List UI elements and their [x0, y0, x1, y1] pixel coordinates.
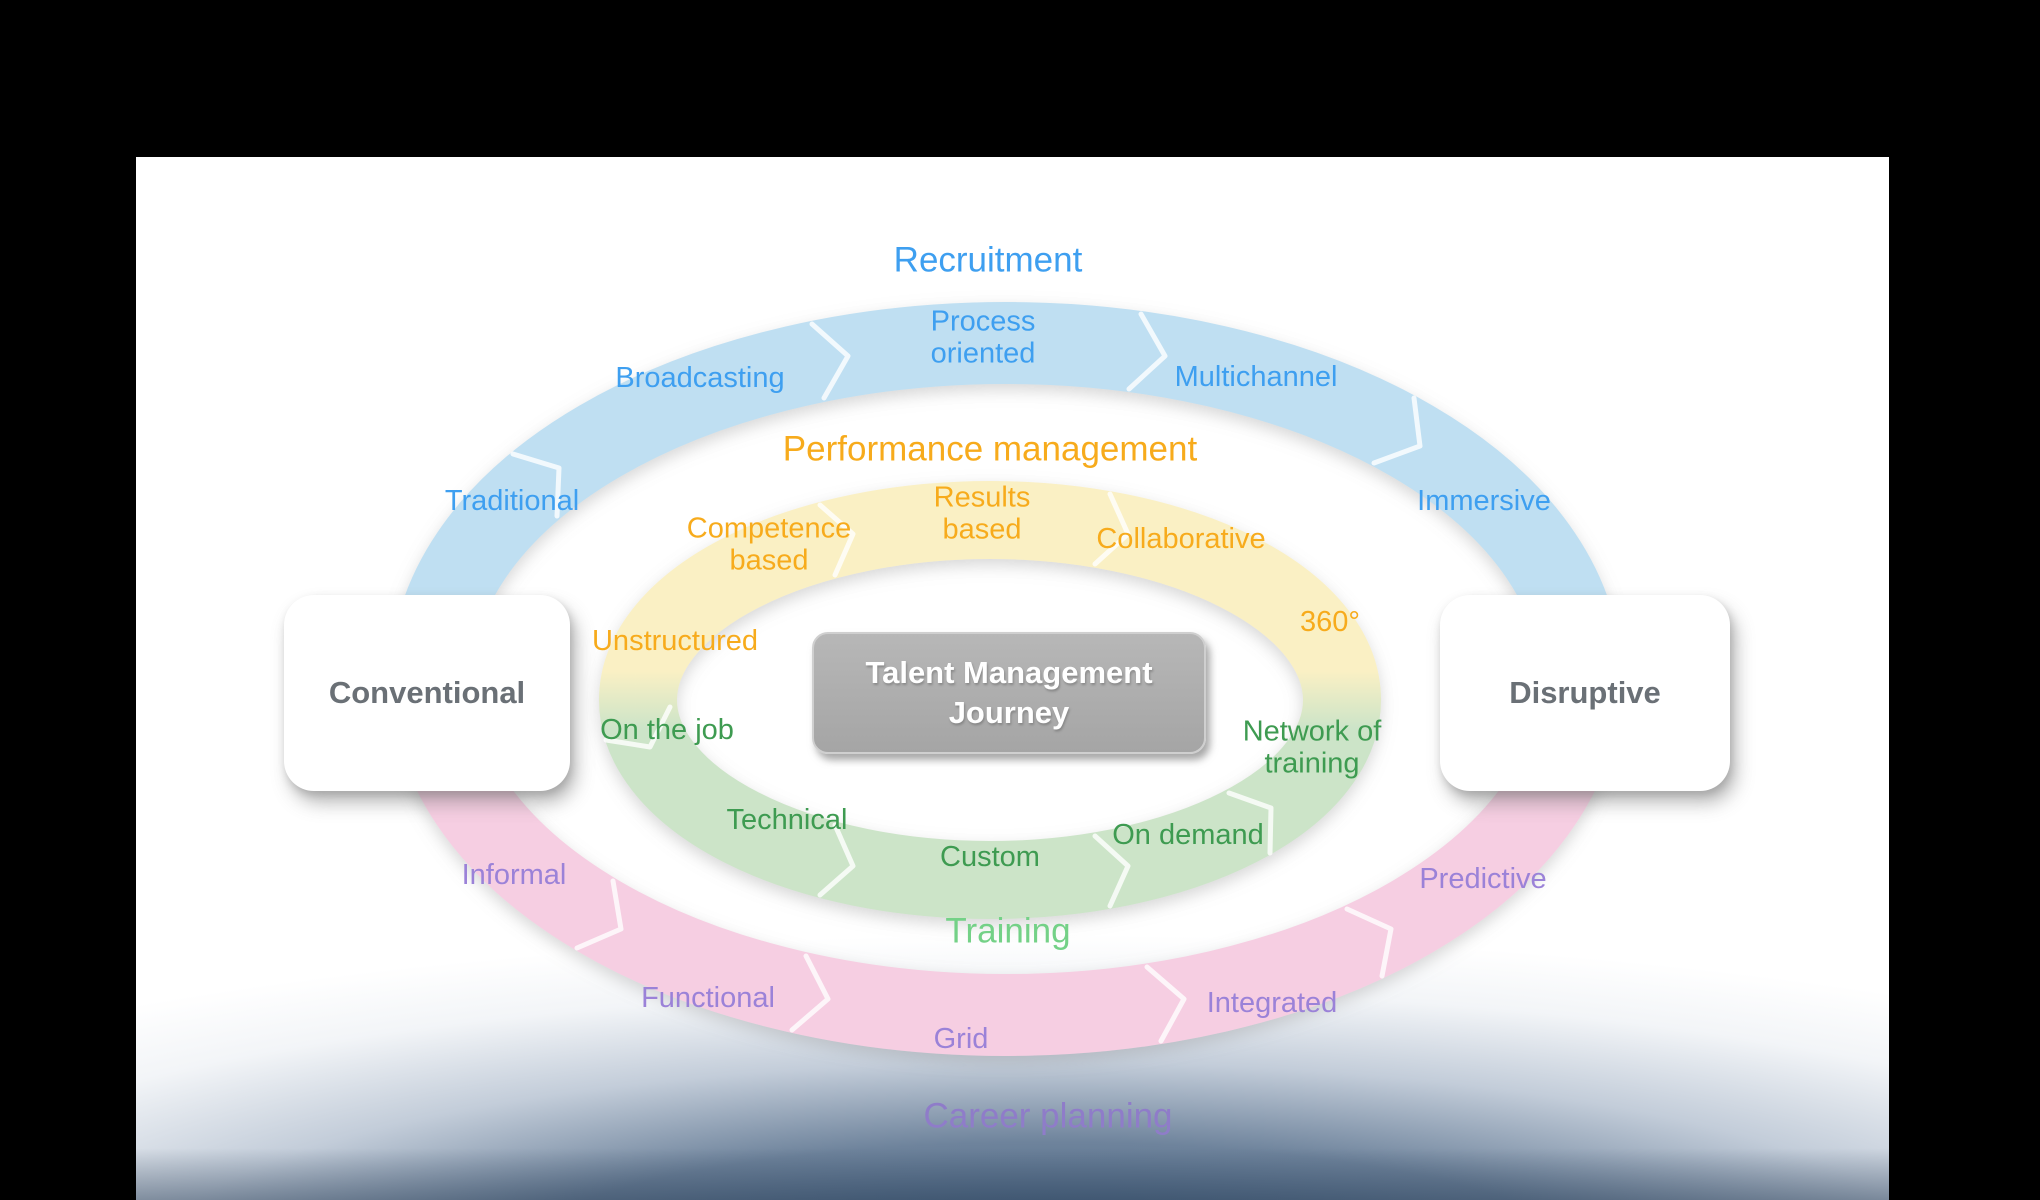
disruptive-box-label: Disruptive [1509, 675, 1661, 710]
conventional-box-label: Conventional [328, 675, 526, 710]
disruptive-box: Disruptive [1440, 595, 1730, 791]
ring-title-career-planning: Career planning [923, 1096, 1173, 1136]
label-immersive: Immersive [1417, 484, 1551, 517]
talent-management-journey-box: Talent Management Journey [812, 632, 1206, 754]
label-network-of-training: Network of training [1242, 715, 1382, 780]
ring-title-performance-management: Performance management [782, 429, 1198, 469]
label-predictive: Predictive [1419, 862, 1547, 895]
label-process-oriented: Process oriented [930, 305, 1036, 370]
label-multichannel: Multichannel [1174, 360, 1338, 393]
inner-ring [599, 481, 1381, 919]
label-informal: Informal [461, 858, 567, 891]
ring-title-recruitment: Recruitment [893, 240, 1083, 280]
label-functional: Functional [641, 981, 775, 1014]
talent-management-journey-title: Talent Management Journey [865, 655, 1153, 730]
label-competence-based: Competence based [686, 512, 852, 577]
label-traditional: Traditional [444, 484, 580, 517]
label-broadcasting: Broadcasting [615, 361, 785, 394]
ring-chevrons [510, 311, 1423, 1044]
label-on-demand: On demand [1112, 818, 1264, 851]
conventional-box: Conventional [284, 595, 570, 791]
label-collaborative: Collaborative [1096, 522, 1266, 555]
ring-title-training: Training [945, 911, 1071, 951]
label-grid: Grid [933, 1022, 989, 1055]
label-custom: Custom [940, 840, 1040, 873]
label-results-based: Results based [933, 481, 1031, 546]
label-integrated: Integrated [1206, 986, 1338, 1019]
label-on-the-job: On the job [600, 713, 734, 746]
label-unstructured: Unstructured [591, 624, 759, 657]
label-technical: Technical [726, 803, 848, 836]
label-360-degree: 360° [1300, 605, 1360, 638]
